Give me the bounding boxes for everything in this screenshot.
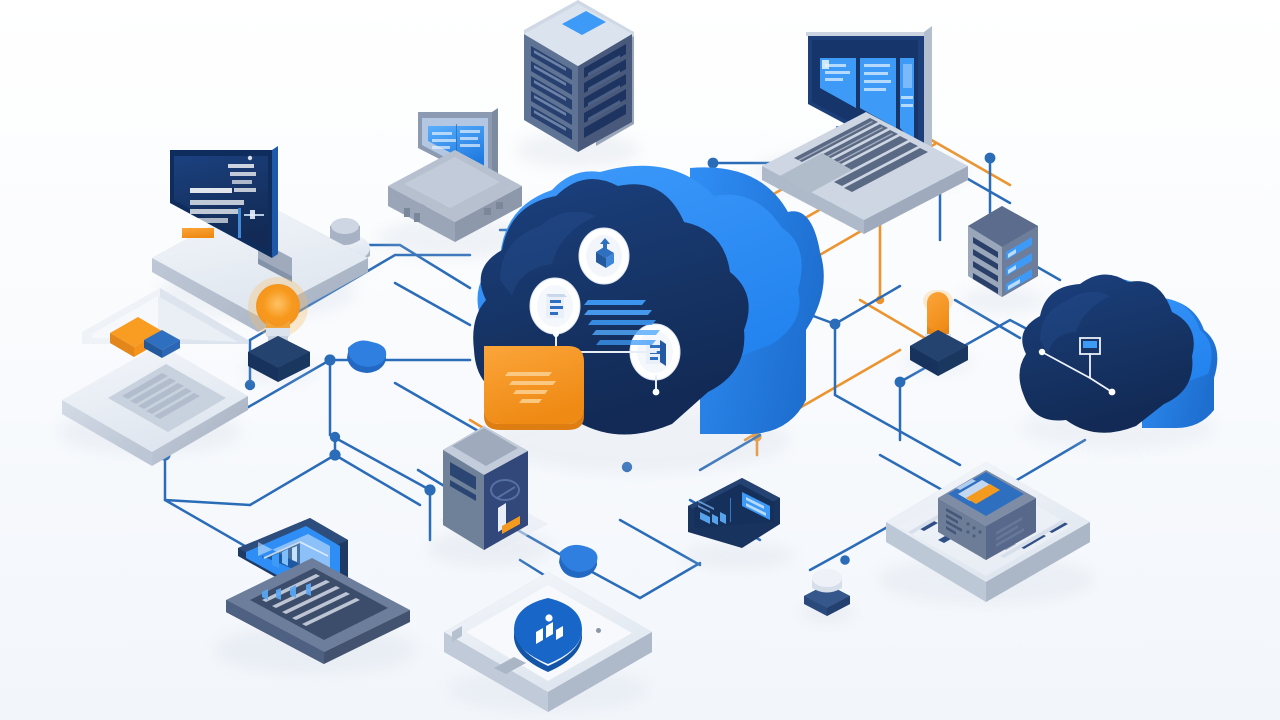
tower-face-graphic: [490, 479, 520, 534]
laptop-code-panels: [820, 58, 914, 143]
laptop-terminal-ports: [404, 202, 503, 222]
blob-data-packet-pad: [580, 559, 616, 587]
pad-led: [596, 628, 601, 633]
blob-data-packet-left: [347, 340, 387, 373]
tablet-screen-content: [698, 492, 770, 525]
node-orange-notification-card[interactable]: [484, 346, 584, 430]
capsule-body: [927, 292, 949, 340]
upload-glyph: [596, 238, 614, 268]
cube-panel-graphic: [956, 479, 1000, 504]
pad-shield-badge[interactable]: [514, 598, 582, 672]
cloud-badge-upload[interactable]: [578, 227, 630, 285]
monitor-accent-bar: [182, 228, 214, 238]
orange-card-text-lines: [505, 372, 556, 403]
laptop-trackpad[interactable]: [780, 153, 852, 193]
monitor-text-lines: [190, 155, 256, 223]
node-desktop-monitor[interactable]: [152, 146, 368, 332]
laptop-screen-graphic: [110, 317, 180, 358]
tower-vents: [450, 462, 476, 501]
node-security-pad[interactable]: [444, 572, 652, 712]
node-sensor-puck[interactable]: [801, 569, 853, 622]
node-analytics-laptop[interactable]: [215, 518, 415, 674]
node-idea-bulb[interactable]: [242, 277, 314, 382]
cloud-badge-document[interactable]: [529, 277, 581, 335]
shield-chart-glyph: [536, 614, 563, 644]
rack-slots-right: [584, 44, 626, 138]
database-glyph: [646, 340, 666, 366]
pad-button[interactable]: [494, 657, 526, 674]
cube-vents: [946, 508, 962, 535]
monitor-slider-widget: [238, 208, 264, 238]
node-secondary-cloud[interactable]: [1019, 274, 1218, 450]
node-edge-server-rack[interactable]: [961, 206, 1045, 313]
rack-top-panel: [562, 11, 606, 35]
node-main-server-rack[interactable]: [516, 0, 640, 168]
rack-slots-left: [531, 46, 572, 140]
node-dashboard-tablet[interactable]: [682, 478, 794, 570]
node-developer-laptop[interactable]: [754, 26, 970, 234]
cloud-text-lines: [584, 300, 660, 345]
node-laptop-terminal[interactable]: [377, 108, 533, 258]
document-glyph: [546, 294, 567, 318]
platform-cube-device[interactable]: [938, 470, 1036, 560]
analytics-laptop-keyboard: [250, 568, 388, 640]
node-datacenter-platform[interactable]: [878, 462, 1094, 604]
laptop-keys: [122, 373, 200, 419]
blob-data-packet-center: [559, 544, 598, 578]
node-status-capsule[interactable]: [904, 290, 972, 376]
edge-rack-slots: [973, 237, 998, 294]
edge-rack-indicators: [1006, 237, 1032, 292]
node-compute-tower[interactable]: [428, 426, 552, 566]
bulb-dome-icon: [256, 284, 300, 328]
node-client-laptop[interactable]: [58, 288, 248, 466]
cloud-monitor-node-icon: [1038, 337, 1116, 396]
